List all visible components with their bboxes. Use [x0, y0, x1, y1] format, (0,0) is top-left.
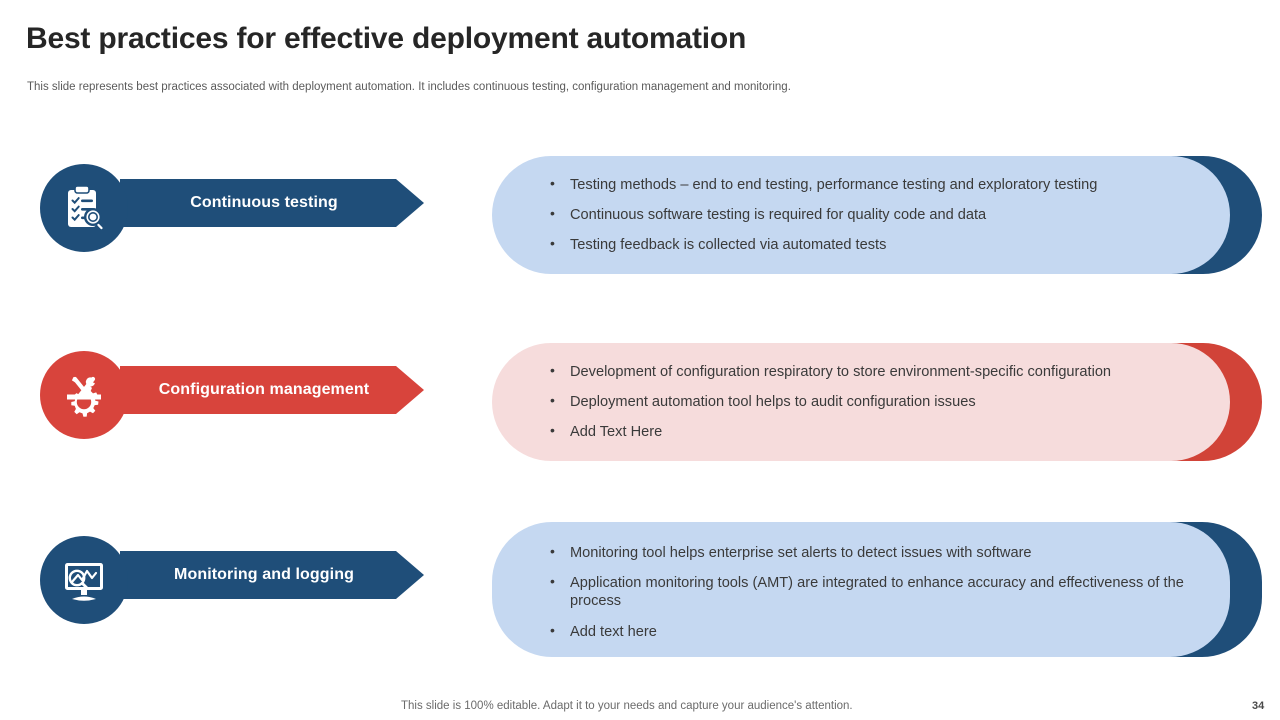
icon-badge-configuration-management — [40, 351, 128, 439]
list-item: Development of configuration respiratory… — [548, 362, 1190, 381]
list-item: Testing feedback is collected via automa… — [548, 235, 1190, 254]
detail-panel-monitoring-and-logging: Monitoring tool helps enterprise set ale… — [492, 522, 1230, 657]
detail-panel-configuration-management: Development of configuration respiratory… — [492, 343, 1230, 461]
gear-wrench-screwdriver-icon — [58, 369, 110, 421]
page-number: 34 — [1252, 700, 1265, 712]
clipboard-checklist-magnifier-icon — [58, 182, 110, 234]
banner-monitoring-and-logging[interactable]: Monitoring and logging — [120, 551, 424, 599]
list-item: Testing methods – end to end testing, pe… — [548, 175, 1190, 194]
list-item: Monitoring tool helps enterprise set ale… — [548, 543, 1190, 562]
list-item: Application monitoring tools (AMT) are i… — [548, 573, 1190, 610]
practice-row-configuration-management: Configuration management — [0, 337, 1280, 467]
list-item: Add text here — [548, 622, 1190, 641]
practice-row-monitoring-and-logging: Monitoring and logging Monitoring tool h… — [0, 522, 1280, 657]
icon-badge-continuous-testing — [40, 164, 128, 252]
detail-panel-continuous-testing: Testing methods – end to end testing, pe… — [492, 156, 1230, 274]
banner-label: Continuous testing — [190, 194, 338, 211]
banner-continuous-testing[interactable]: Continuous testing — [120, 179, 424, 227]
banner-configuration-management[interactable]: Configuration management — [120, 366, 424, 414]
monitor-chart-magnifier-icon — [58, 554, 110, 606]
list-item: Deployment automation tool helps to audi… — [548, 392, 1190, 411]
footer-note: This slide is 100% editable. Adapt it to… — [401, 700, 853, 712]
icon-badge-monitoring-and-logging — [40, 536, 128, 624]
banner-label: Configuration management — [158, 381, 370, 398]
practice-row-continuous-testing: Continuous testing — [0, 150, 1280, 280]
banner-label: Monitoring and logging — [174, 566, 354, 583]
list-item: Continuous software testing is required … — [548, 205, 1190, 224]
page-subtitle: This slide represents best practices ass… — [27, 81, 791, 93]
page-title: Best practices for effective deployment … — [26, 22, 747, 55]
list-item: Add Text Here — [548, 422, 1190, 441]
